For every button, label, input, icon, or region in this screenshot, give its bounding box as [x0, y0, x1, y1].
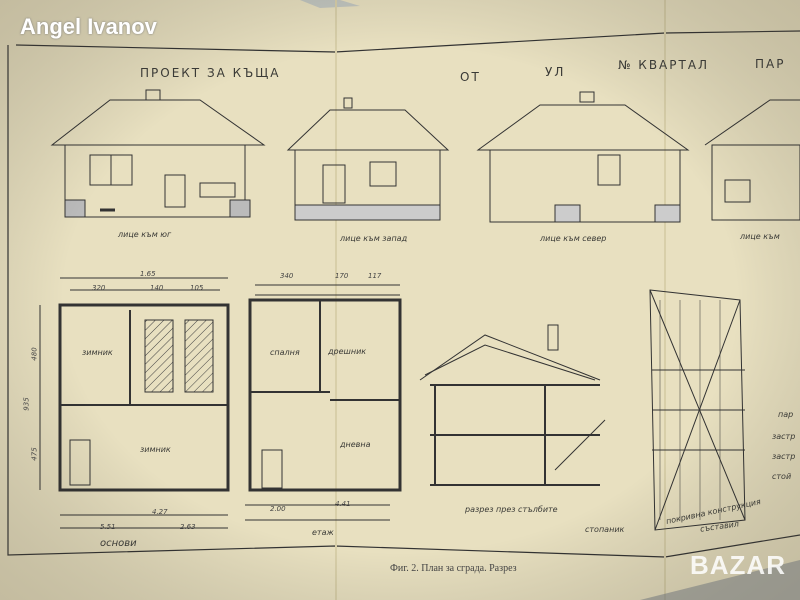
owner-label: стопаник: [585, 525, 625, 534]
dimension: 105: [190, 284, 204, 292]
plan-label-basement: основи: [100, 538, 137, 549]
facade-label-north: лице към север: [540, 234, 607, 243]
dimension: 117: [368, 272, 382, 280]
dimension: 2.63: [180, 523, 196, 531]
facade-label-west: лице към запад: [340, 234, 408, 243]
side-label: пар: [778, 410, 794, 419]
dimension: 2.00: [270, 505, 286, 513]
side-label: стой: [772, 472, 792, 481]
header-number-quarter: № КВАРТАЛ: [618, 58, 710, 72]
dimension: 1.65: [140, 270, 156, 278]
header-project: ПРОЕКТ ЗА КЪЩА: [140, 66, 281, 80]
dimension: 475: [30, 447, 39, 461]
site-logo: BAZAR: [690, 550, 786, 580]
room-label: зимник: [140, 445, 171, 454]
dimension: 4.41: [335, 500, 351, 508]
figure-caption: Фиг. 2. План за сграда. Разрез: [390, 563, 517, 574]
header-street: УЛ: [545, 65, 566, 79]
side-label: застр: [772, 452, 796, 461]
plan-label-floor: етаж: [312, 528, 334, 537]
dimension: 480: [30, 347, 39, 361]
header-parcel: ПАР: [755, 57, 786, 71]
dimension: 5.51: [100, 523, 116, 531]
dimension: 935: [22, 397, 31, 411]
side-label: застр: [772, 432, 796, 441]
room-label: зимник: [82, 348, 113, 357]
watermark: Angel Ivanov: [20, 14, 157, 39]
room-label: спалня: [270, 348, 300, 357]
dimension: 320: [92, 284, 106, 292]
room-label: дневна: [340, 440, 371, 449]
section-label: разрез през стълбите: [465, 505, 558, 514]
facade-label-east: лице към: [740, 232, 780, 241]
dimension: 170: [335, 272, 349, 280]
facade-label-south: лице към юг: [118, 230, 172, 239]
dimension: 340: [280, 272, 294, 280]
header-from: ОТ: [460, 70, 481, 84]
room-label: дрешник: [328, 347, 367, 356]
dimension: 140: [150, 284, 164, 292]
dimension: 4.27: [152, 508, 168, 516]
